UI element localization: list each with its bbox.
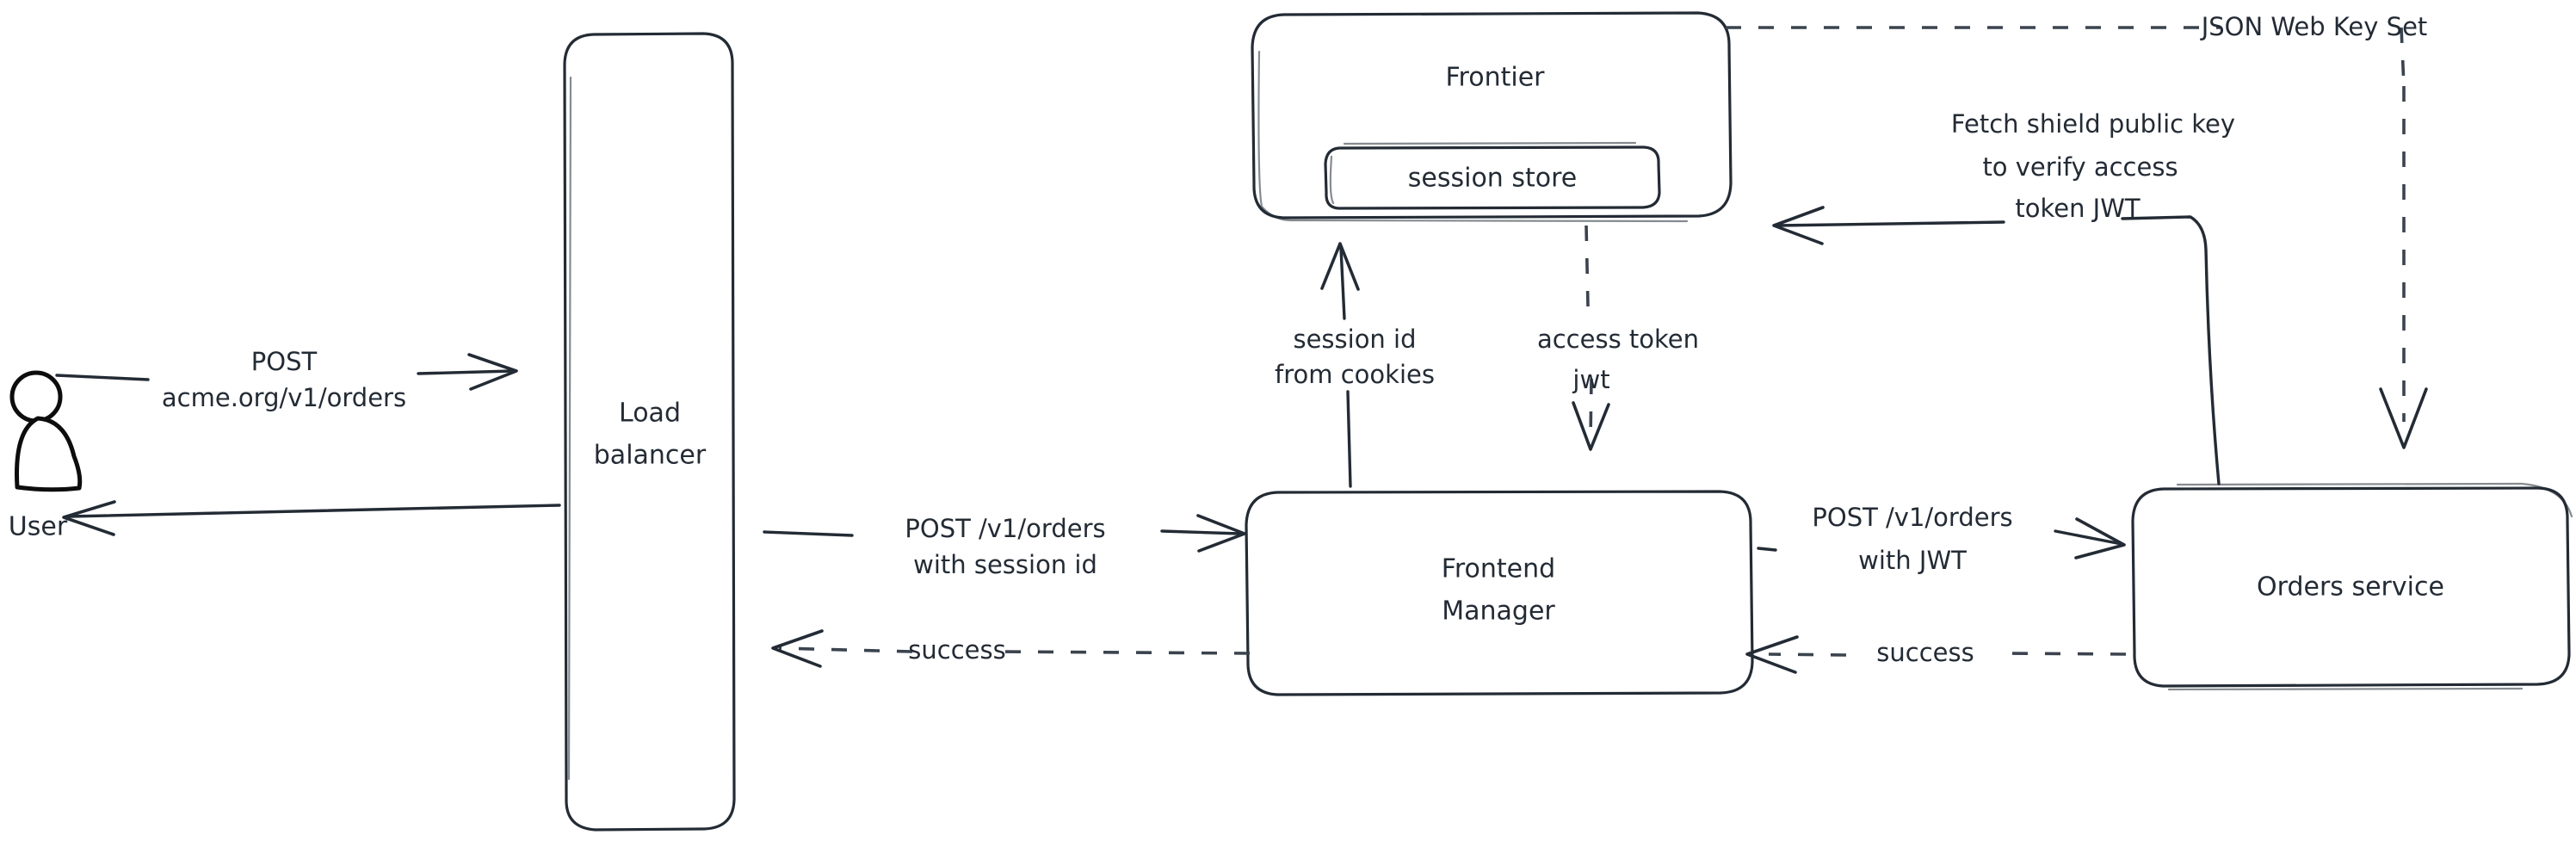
edge-frontier-to-frontend-manager: access token jwt bbox=[1537, 225, 1699, 451]
edge-label-user-to-lb-line1: POST bbox=[251, 347, 318, 376]
edge-label-fm-to-frontier-line1: session id bbox=[1293, 325, 1416, 354]
edge-frontend-manager-to-frontier: session id from cookies bbox=[1275, 242, 1435, 488]
edge-frontier-to-orders-service-jwks: JSON Web Key Set bbox=[1726, 12, 2428, 449]
edge-frontend-manager-to-load-balancer-success: success bbox=[771, 629, 1251, 668]
edge-label-fm-to-lb-success: success bbox=[908, 635, 1005, 665]
edge-label-fm-to-orders-line2: with JWT bbox=[1858, 546, 1967, 575]
actor-label-user: User bbox=[9, 512, 68, 542]
node-orders-service[interactable]: Orders service bbox=[2131, 482, 2573, 691]
node-load-balancer[interactable]: Load balancer bbox=[563, 32, 736, 832]
edge-load-balancer-to-frontend-manager: POST /v1/orders with session id bbox=[763, 514, 1246, 579]
edge-label-user-to-lb-line2: acme.org/v1/orders bbox=[162, 383, 406, 412]
edge-label-orders-to-frontier-line3: token JWT bbox=[2015, 194, 2140, 223]
edge-label-frontier-to-fm-line1: access token bbox=[1537, 325, 1699, 354]
node-label-load-balancer-line1: Load bbox=[619, 399, 681, 429]
node-label-load-balancer-line2: balancer bbox=[594, 441, 707, 471]
edge-label-orders-to-fm-success: success bbox=[1876, 638, 1974, 667]
edge-user-to-load-balancer: POST acme.org/v1/orders bbox=[55, 347, 518, 412]
edge-orders-service-to-frontier-fetch: Fetch shield public key to verify access… bbox=[1772, 109, 2235, 485]
node-frontier[interactable]: Frontier session store bbox=[1251, 11, 1733, 223]
node-label-frontend-manager-line2: Manager bbox=[1442, 597, 1555, 627]
edge-label-lb-to-fm-line1: POST /v1/orders bbox=[905, 514, 1105, 543]
node-label-frontend-manager-line1: Frontend bbox=[1442, 554, 1555, 584]
node-frontend-manager[interactable]: Frontend Manager bbox=[1245, 490, 1754, 696]
person-icon bbox=[9, 370, 83, 492]
node-label-frontier: Frontier bbox=[1445, 63, 1545, 93]
edge-label-fm-to-orders-line1: POST /v1/orders bbox=[1812, 503, 2012, 532]
edge-label-fm-to-frontier-line2: from cookies bbox=[1275, 360, 1435, 389]
actor-user[interactable]: User bbox=[9, 370, 83, 542]
edge-label-orders-to-frontier-line2: to verify access bbox=[1982, 152, 2178, 182]
node-session-store[interactable]: session store bbox=[1324, 141, 1661, 210]
edge-label-frontier-to-fm-line2: jwt bbox=[1572, 365, 1609, 394]
edge-label-frontier-to-orders-jwks: JSON Web Key Set bbox=[2200, 12, 2428, 41]
edge-label-lb-to-fm-line2: with session id bbox=[913, 550, 1097, 579]
edge-frontend-manager-to-orders-service: POST /v1/orders with JWT bbox=[1757, 503, 2126, 575]
edge-label-orders-to-frontier-line1: Fetch shield public key bbox=[1951, 109, 2235, 139]
edge-orders-service-to-frontend-manager-success: success bbox=[1745, 635, 2127, 674]
edge-load-balancer-to-user bbox=[62, 500, 561, 536]
node-label-orders-service: Orders service bbox=[2257, 572, 2444, 603]
node-label-session-store: session store bbox=[1408, 164, 1577, 194]
